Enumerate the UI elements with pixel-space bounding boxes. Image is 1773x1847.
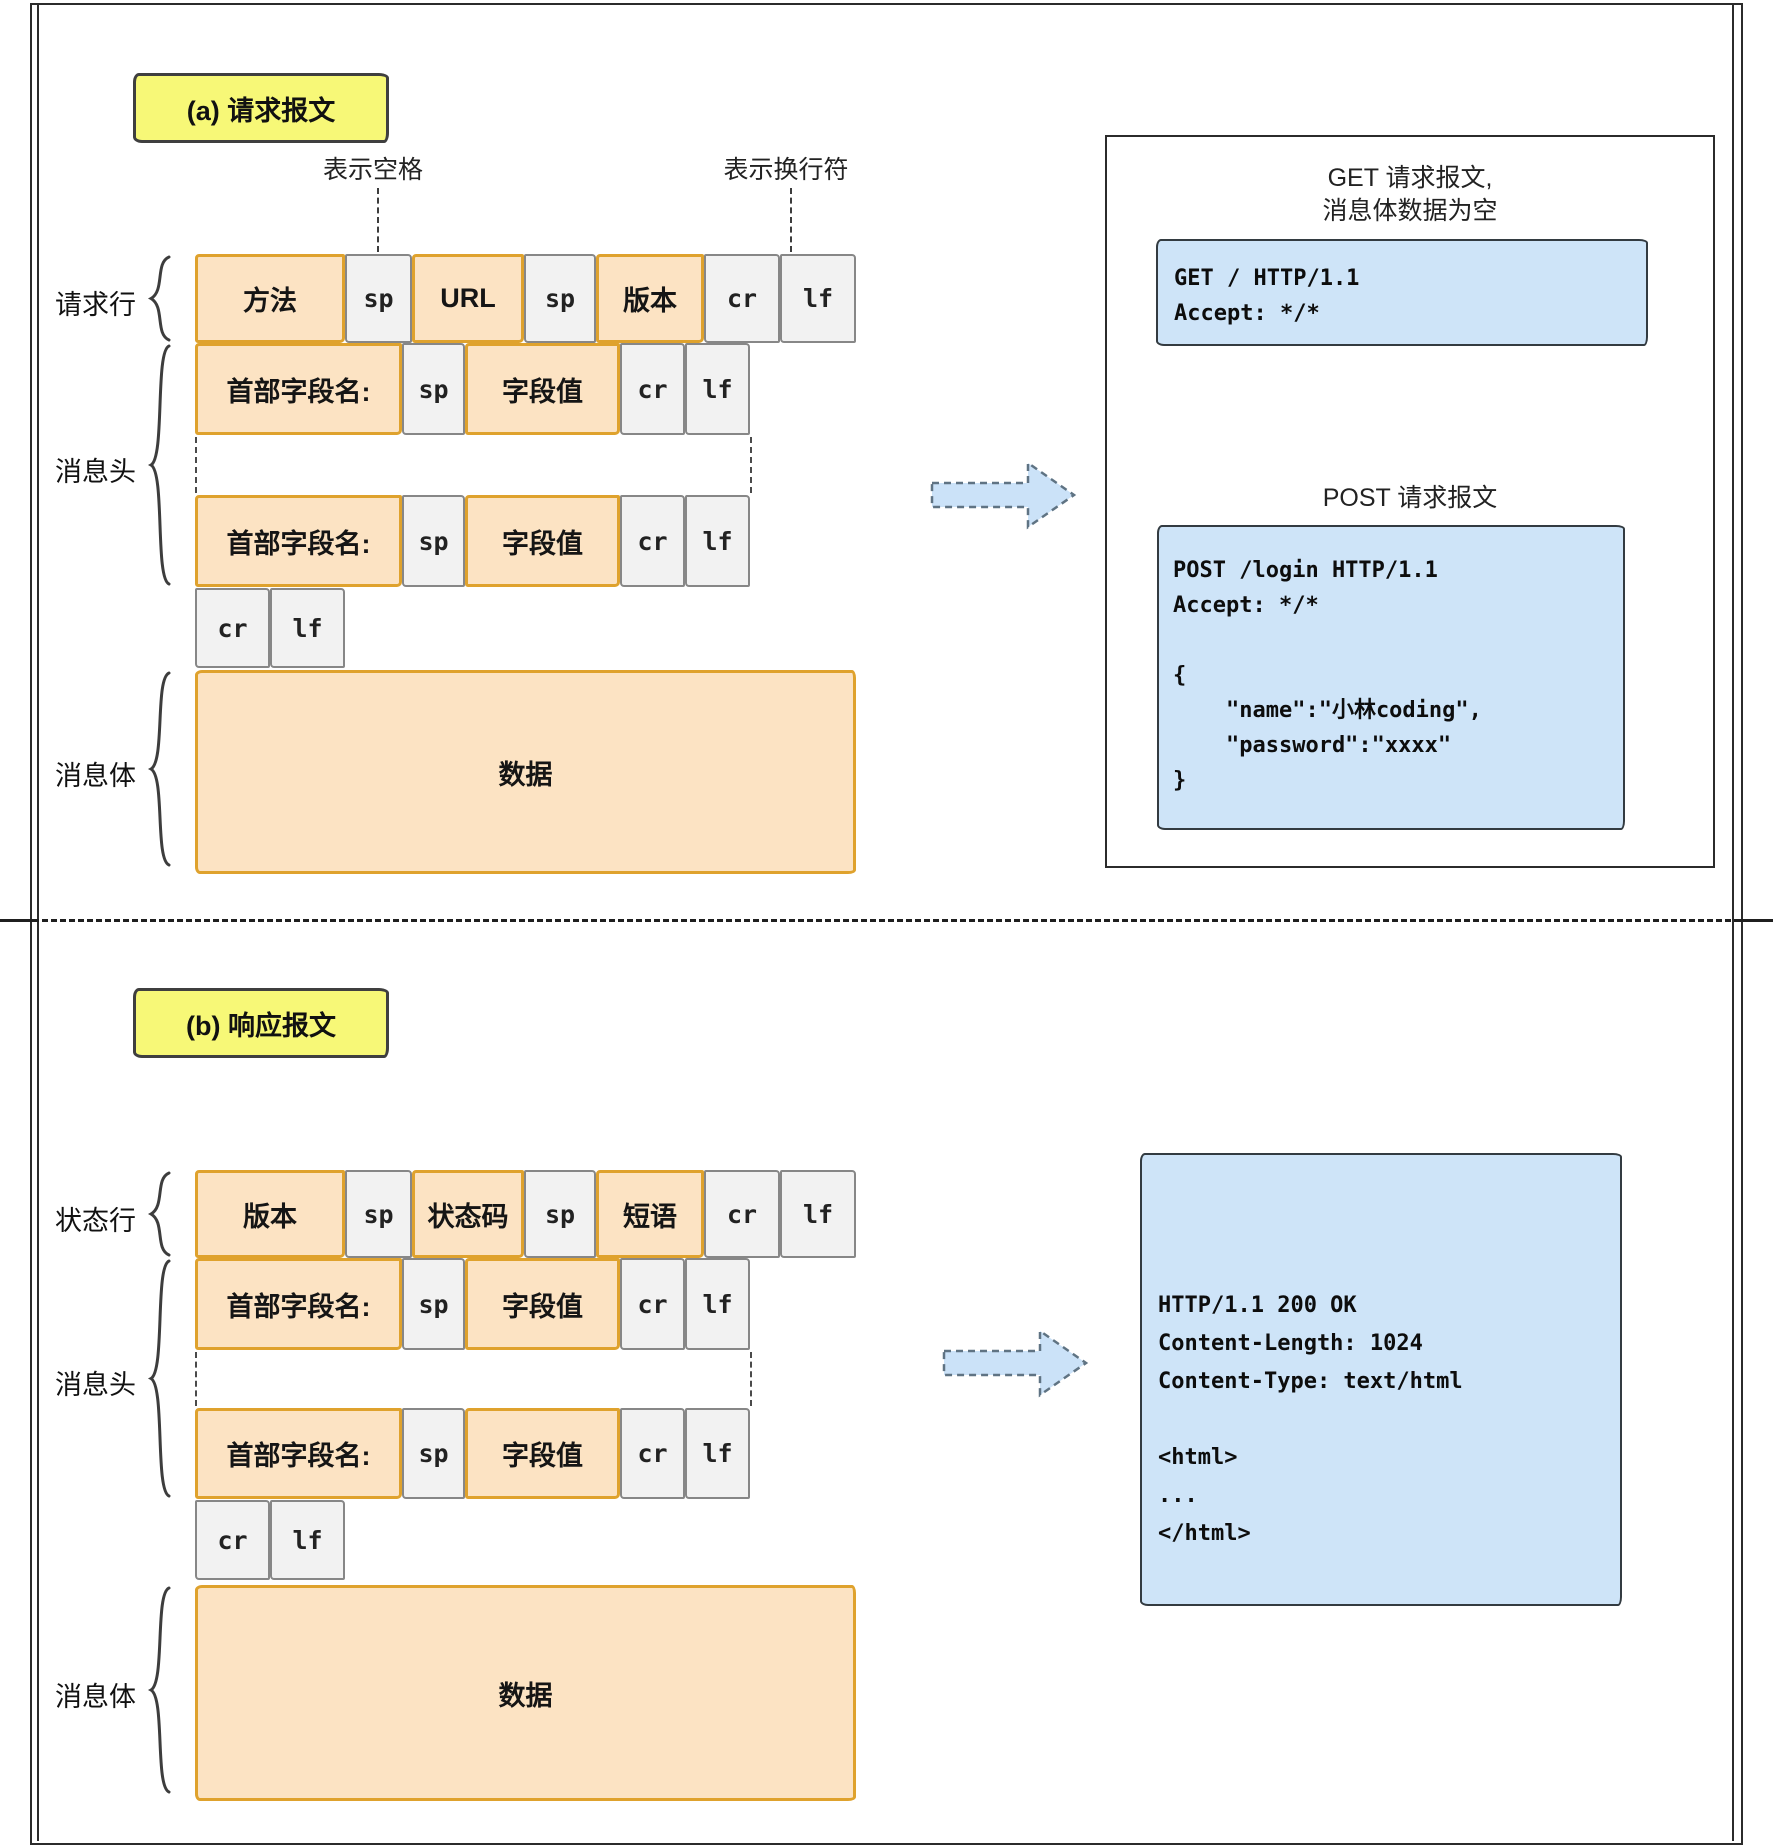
headers-brace-b	[148, 1259, 171, 1498]
code-line: "password":"xxxx"	[1173, 733, 1452, 758]
post-example-title: POST 请求报文	[1322, 484, 1498, 512]
code-line: Content-Type: text/html	[1158, 1369, 1463, 1394]
code-line: "name":"小林coding",	[1173, 698, 1482, 723]
cell-sp: sp	[402, 1258, 465, 1350]
headers-brace-a	[148, 344, 171, 586]
post-request-code-box: POST /login HTTP/1.1 Accept: */* { "name…	[1157, 525, 1625, 830]
headers-ellipsis-left	[195, 1352, 197, 1406]
cell-method: 方法	[195, 254, 345, 343]
cell-cr: cr	[195, 588, 270, 668]
body-label-b: 消息体	[55, 1682, 136, 1712]
cell-lf: lf	[685, 1258, 750, 1350]
cell-cr: cr	[620, 343, 685, 435]
arrow-right-icon	[930, 460, 1077, 530]
divider-cap-left	[0, 919, 38, 922]
cell-sp: sp	[402, 1408, 465, 1499]
section-b-label: (b) 响应报文	[133, 988, 389, 1058]
headers-ellipsis-right	[750, 437, 752, 493]
code-line: }	[1173, 768, 1187, 793]
status-line-brace	[147, 1171, 171, 1257]
get-example-title-line1: GET 请求报文,	[1327, 164, 1493, 192]
body-label-a: 消息体	[55, 761, 136, 791]
cell-lf: lf	[685, 343, 750, 435]
section-a-label: (a) 请求报文	[133, 73, 389, 143]
code-line: Content-Length: 1024	[1158, 1331, 1423, 1356]
cell-header-name: 首部字段名:	[195, 1258, 402, 1350]
cell-url: URL	[412, 254, 524, 343]
code-line	[1158, 1401, 1612, 1439]
cell-sp: sp	[524, 1170, 596, 1258]
cell-lf: lf	[270, 588, 345, 668]
cell-header-name: 首部字段名:	[195, 495, 402, 587]
page-border	[30, 3, 1743, 1845]
annotation-newline-label: 表示换行符	[723, 156, 849, 184]
body-data-box-b: 数据	[195, 1585, 856, 1801]
cell-cr: cr	[620, 495, 685, 587]
cell-lf: lf	[685, 1408, 750, 1499]
cell-cr: cr	[620, 1408, 685, 1499]
response-code-box: HTTP/1.1 200 OK Content-Length: 1024 Con…	[1140, 1153, 1622, 1606]
annotation-space-line	[377, 188, 379, 252]
request-examples-box	[1105, 135, 1715, 868]
cell-cr: cr	[704, 254, 780, 343]
cell-header-name: 首部字段名:	[195, 1408, 402, 1499]
arrow-right-icon	[942, 1328, 1089, 1398]
cell-sp: sp	[345, 1170, 412, 1258]
cell-cr: cr	[620, 1258, 685, 1350]
cell-header-name: 首部字段名:	[195, 343, 402, 435]
inner-border-right	[1732, 3, 1734, 1841]
code-line: POST /login HTTP/1.1	[1173, 558, 1438, 583]
cell-header-value: 字段值	[465, 1408, 620, 1499]
cell-header-value: 字段值	[465, 1258, 620, 1350]
cell-lf: lf	[780, 254, 856, 343]
code-line: HTTP/1.1 200 OK	[1158, 1293, 1357, 1318]
cell-status-code: 状态码	[412, 1170, 524, 1258]
section-divider	[6, 919, 1767, 922]
cell-sp: sp	[402, 343, 465, 435]
cell-version: 版本	[195, 1170, 345, 1258]
cell-header-value: 字段值	[465, 495, 620, 587]
get-request-code-box: GET / HTTP/1.1 Accept: */*	[1156, 239, 1648, 346]
code-line: Accept: */*	[1174, 301, 1320, 326]
headers-label-b: 消息头	[55, 1370, 136, 1400]
code-line: ...	[1158, 1483, 1198, 1508]
divider-cap-right	[1735, 919, 1773, 922]
cell-sp: sp	[345, 254, 412, 343]
cell-phrase: 短语	[596, 1170, 704, 1258]
body-brace-a	[148, 671, 171, 867]
get-example-title-line2: 消息体数据为空	[1322, 197, 1498, 225]
cell-lf: lf	[780, 1170, 856, 1258]
cell-sp: sp	[402, 495, 465, 587]
cell-header-value: 字段值	[465, 343, 620, 435]
headers-ellipsis-right	[750, 1352, 752, 1406]
cell-cr: cr	[195, 1500, 270, 1580]
cell-lf: lf	[685, 495, 750, 587]
headers-ellipsis-left	[195, 437, 197, 493]
request-line-brace	[147, 255, 171, 342]
body-data-box-a: 数据	[195, 670, 856, 874]
cell-version: 版本	[596, 254, 704, 343]
cell-cr: cr	[704, 1170, 780, 1258]
get-example-title: GET 请求报文, 消息体数据为空	[1105, 162, 1715, 228]
code-line: </html>	[1158, 1521, 1251, 1546]
cell-sp: sp	[524, 254, 596, 343]
status-line-label: 状态行	[55, 1206, 136, 1236]
code-line: <html>	[1158, 1445, 1238, 1470]
request-line-label: 请求行	[55, 290, 136, 320]
code-line: Accept: */*	[1173, 593, 1319, 618]
code-line: GET / HTTP/1.1	[1174, 266, 1360, 291]
code-line	[1173, 623, 1615, 658]
cell-lf: lf	[270, 1500, 345, 1580]
inner-border-left	[37, 3, 39, 1841]
annotation-newline-line	[790, 188, 792, 252]
annotation-space-label: 表示空格	[322, 156, 424, 184]
code-line: {	[1173, 663, 1187, 688]
body-brace-b	[148, 1586, 171, 1794]
headers-label-a: 消息头	[55, 457, 136, 487]
